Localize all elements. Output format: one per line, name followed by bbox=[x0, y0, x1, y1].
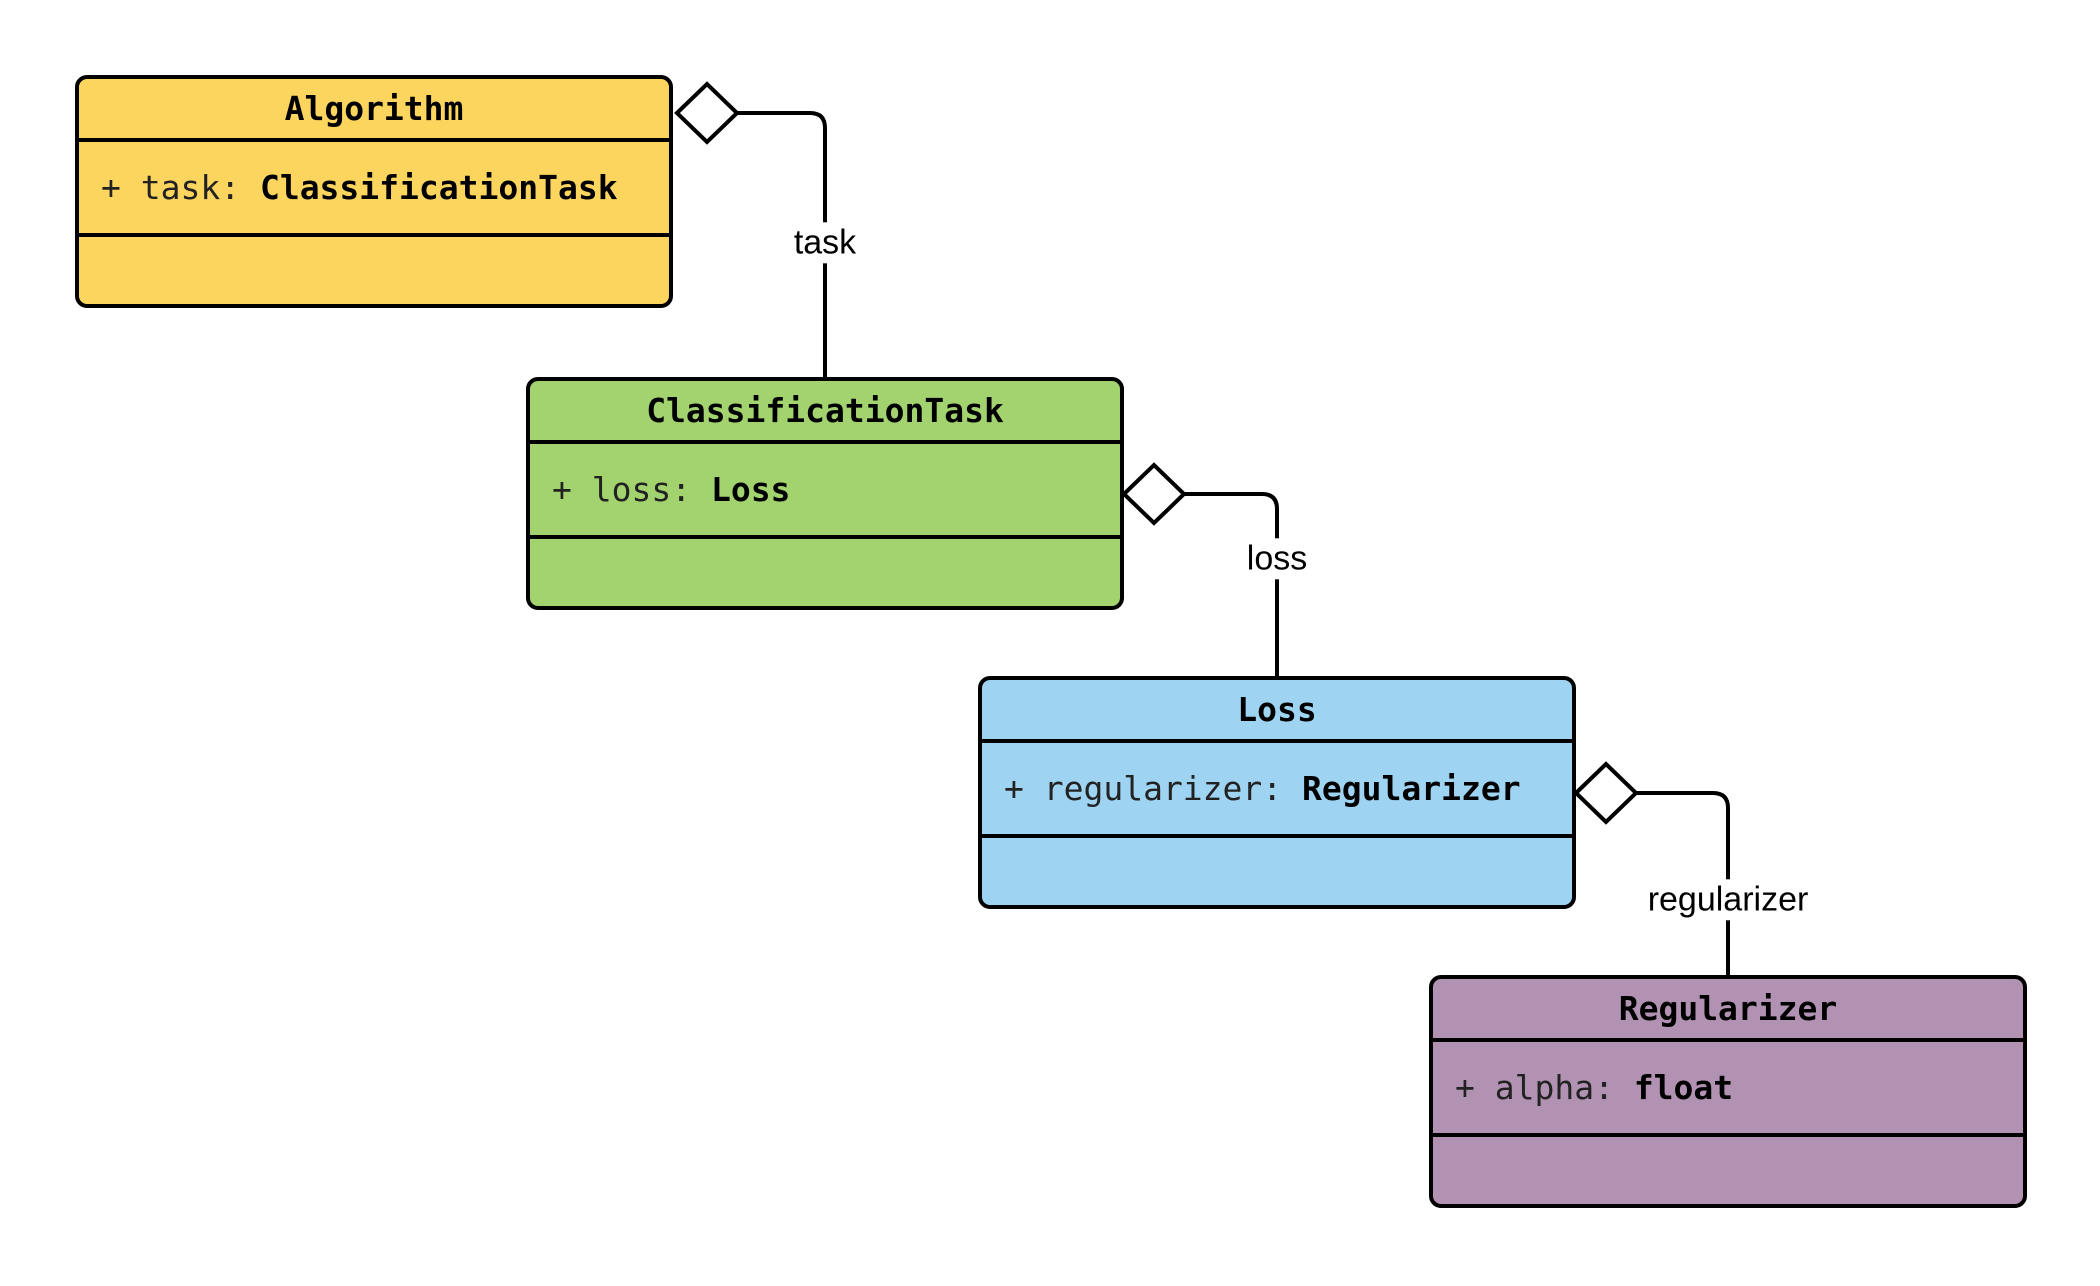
class-attribute-loss: + loss: Loss bbox=[530, 444, 1120, 539]
aggregation-diamond-loss-icon bbox=[1121, 462, 1187, 526]
edge-regularizer-line bbox=[1636, 791, 1730, 975]
class-empty-compartment bbox=[1433, 1137, 2023, 1204]
class-empty-compartment bbox=[982, 838, 1572, 905]
class-empty-compartment bbox=[79, 237, 669, 304]
class-attribute-alpha: + alpha: float bbox=[1433, 1042, 2023, 1137]
edge-label-regularizer: regularizer bbox=[1639, 879, 1817, 921]
edge-label-loss: loss bbox=[1238, 538, 1316, 580]
class-attribute-task: + task: ClassificationTask bbox=[79, 142, 669, 237]
attribute-name: + regularizer: bbox=[1004, 769, 1303, 808]
class-box-algorithm: Algorithm + task: ClassificationTask bbox=[75, 75, 673, 308]
class-box-classificationtask: ClassificationTask + loss: Loss bbox=[526, 377, 1124, 610]
aggregation-diamond-task-icon bbox=[674, 81, 740, 145]
attribute-type: ClassificationTask bbox=[259, 168, 618, 207]
class-attribute-regularizer: + regularizer: Regularizer bbox=[982, 743, 1572, 838]
class-title-regularizer: Regularizer bbox=[1433, 979, 2023, 1042]
class-empty-compartment bbox=[530, 539, 1120, 606]
class-box-regularizer: Regularizer + alpha: float bbox=[1429, 975, 2027, 1208]
class-title-loss: Loss bbox=[982, 680, 1572, 743]
edge-loss-line bbox=[1184, 492, 1279, 676]
attribute-type: float bbox=[1633, 1068, 1734, 1107]
attribute-type: Loss bbox=[710, 470, 791, 509]
aggregation-diamond-regularizer-icon bbox=[1573, 761, 1639, 825]
edge-label-task: task bbox=[785, 222, 865, 264]
attribute-name: + loss: bbox=[552, 470, 711, 509]
attribute-type: Regularizer bbox=[1302, 769, 1521, 808]
class-title-algorithm: Algorithm bbox=[79, 79, 669, 142]
class-title-classificationtask: ClassificationTask bbox=[530, 381, 1120, 444]
class-box-loss: Loss + regularizer: Regularizer bbox=[978, 676, 1576, 909]
attribute-name: + task: bbox=[101, 168, 260, 207]
attribute-name: + alpha: bbox=[1455, 1068, 1634, 1107]
edge-task-line bbox=[737, 111, 827, 377]
